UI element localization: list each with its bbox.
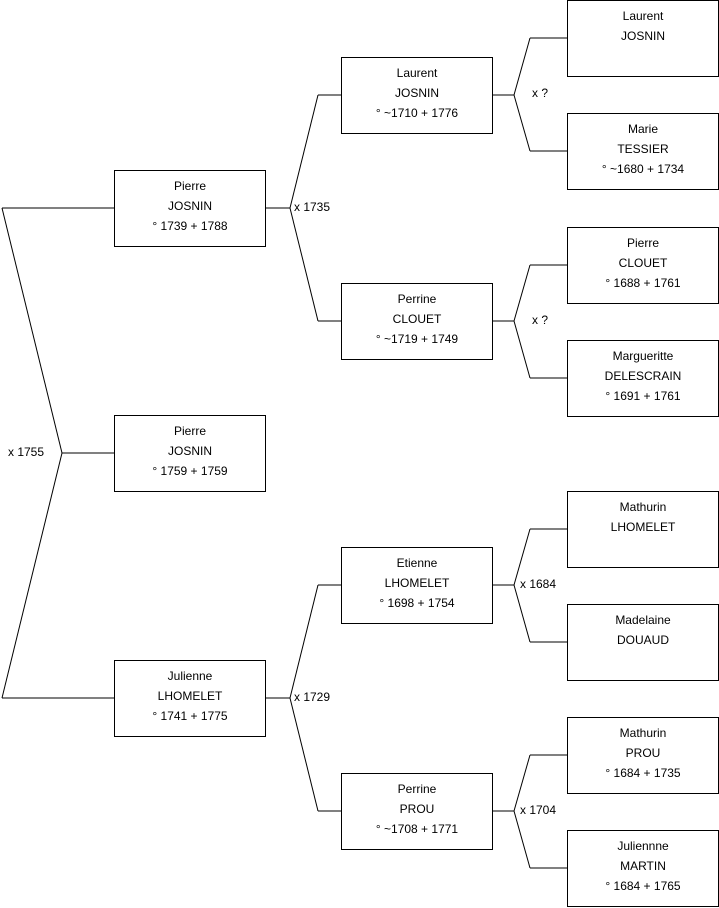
person-last-name: CLOUET (392, 312, 442, 326)
person-first-name: Juliennne (617, 839, 669, 853)
person-first-name: Laurent (622, 9, 664, 23)
person-last-name: PROU (399, 802, 435, 816)
person-last-name: MARTIN (620, 859, 666, 873)
marriage-label-perrine-prou: x 1704 (520, 803, 557, 817)
person-dates: ° 1739 + 1788 (152, 219, 228, 233)
person-last-name: CLOUET (618, 256, 668, 270)
person-last-name: LHOMELET (610, 520, 676, 534)
person-box-perrine-clouet[interactable]: Perrine CLOUET ° ~1719 + 1749 (341, 283, 493, 360)
marriage-label-pierre-josnin: x 1735 (294, 200, 331, 214)
person-dates: ° ~1710 + 1776 (375, 106, 459, 120)
person-dates: ° 1759 + 1759 (152, 464, 228, 478)
person-last-name: DELESCRAIN (604, 369, 682, 383)
person-last-name: JOSNIN (394, 86, 439, 100)
person-box-mathurin-prou[interactable]: Mathurin PROU ° 1684 + 1735 (567, 717, 719, 794)
person-first-name: Julienne (167, 669, 213, 683)
person-box-laurent-josnin-senior[interactable]: Laurent JOSNIN (567, 0, 719, 77)
person-first-name: Perrine (397, 292, 437, 306)
person-box-madelaine-douaud[interactable]: Madelaine DOUAUD (567, 604, 719, 681)
marriage-label-laurent-josnin: x ? (532, 86, 549, 100)
person-first-name: Perrine (397, 782, 437, 796)
person-last-name: PROU (625, 746, 661, 760)
person-first-name: Madelaine (615, 613, 671, 627)
person-dates: ° 1691 + 1761 (605, 389, 681, 403)
person-dates: ° 1741 + 1775 (152, 709, 228, 723)
person-first-name: Pierre (173, 179, 206, 193)
person-dates: ° 1698 + 1754 (379, 596, 455, 610)
marriage-label-perrine-clouet: x ? (532, 313, 549, 327)
person-dates: ° 1684 + 1765 (605, 879, 681, 893)
person-first-name: Marie (627, 122, 658, 136)
person-dates: ° ~1719 + 1749 (375, 332, 459, 346)
person-first-name: Laurent (396, 66, 438, 80)
person-dates: ° 1688 + 1761 (605, 276, 681, 290)
person-first-name: Mathurin (619, 500, 667, 514)
person-box-julienne-lhomelet[interactable]: Julienne LHOMELET ° 1741 + 1775 (114, 660, 266, 737)
marriage-label-julienne-lhomelet: x 1729 (294, 690, 331, 704)
person-last-name: LHOMELET (384, 576, 450, 590)
person-box-laurent-josnin[interactable]: Laurent JOSNIN ° ~1710 + 1776 (341, 57, 493, 134)
marriage-label-root: x 1755 (8, 445, 45, 459)
person-last-name: TESSIER (617, 142, 669, 156)
person-first-name: Pierre (173, 424, 206, 438)
person-last-name: JOSNIN (620, 29, 665, 43)
person-box-julienne-martin[interactable]: Juliennne MARTIN ° 1684 + 1765 (567, 830, 719, 907)
person-box-mathurin-lhomelet[interactable]: Mathurin LHOMELET (567, 491, 719, 568)
person-last-name: LHOMELET (157, 689, 223, 703)
person-box-etienne-lhomelet[interactable]: Etienne LHOMELET ° 1698 + 1754 (341, 547, 493, 624)
person-box-marie-tessier[interactable]: Marie TESSIER ° ~1680 + 1734 (567, 113, 719, 190)
person-box-pierre-clouet[interactable]: Pierre CLOUET ° 1688 + 1761 (567, 227, 719, 304)
person-dates: ° 1684 + 1735 (605, 766, 681, 780)
person-first-name: Margueritte (612, 349, 674, 363)
person-box-margueritte-delescrain[interactable]: Margueritte DELESCRAIN ° 1691 + 1761 (567, 340, 719, 417)
person-box-pierre-josnin-1739[interactable]: Pierre JOSNIN ° 1739 + 1788 (114, 170, 266, 247)
person-dates: ° ~1708 + 1771 (375, 822, 459, 836)
person-last-name: JOSNIN (167, 444, 212, 458)
person-last-name: JOSNIN (167, 199, 212, 213)
person-first-name: Pierre (626, 236, 659, 250)
person-box-perrine-prou[interactable]: Perrine PROU ° ~1708 + 1771 (341, 773, 493, 850)
person-first-name: Etienne (396, 556, 438, 570)
person-first-name: Mathurin (619, 726, 667, 740)
marriage-label-etienne-lhomelet: x 1684 (520, 577, 557, 591)
person-box-pierre-josnin-1759[interactable]: Pierre JOSNIN ° 1759 + 1759 (114, 415, 266, 492)
person-dates: ° ~1680 + 1734 (601, 162, 685, 176)
person-last-name: DOUAUD (616, 633, 669, 647)
